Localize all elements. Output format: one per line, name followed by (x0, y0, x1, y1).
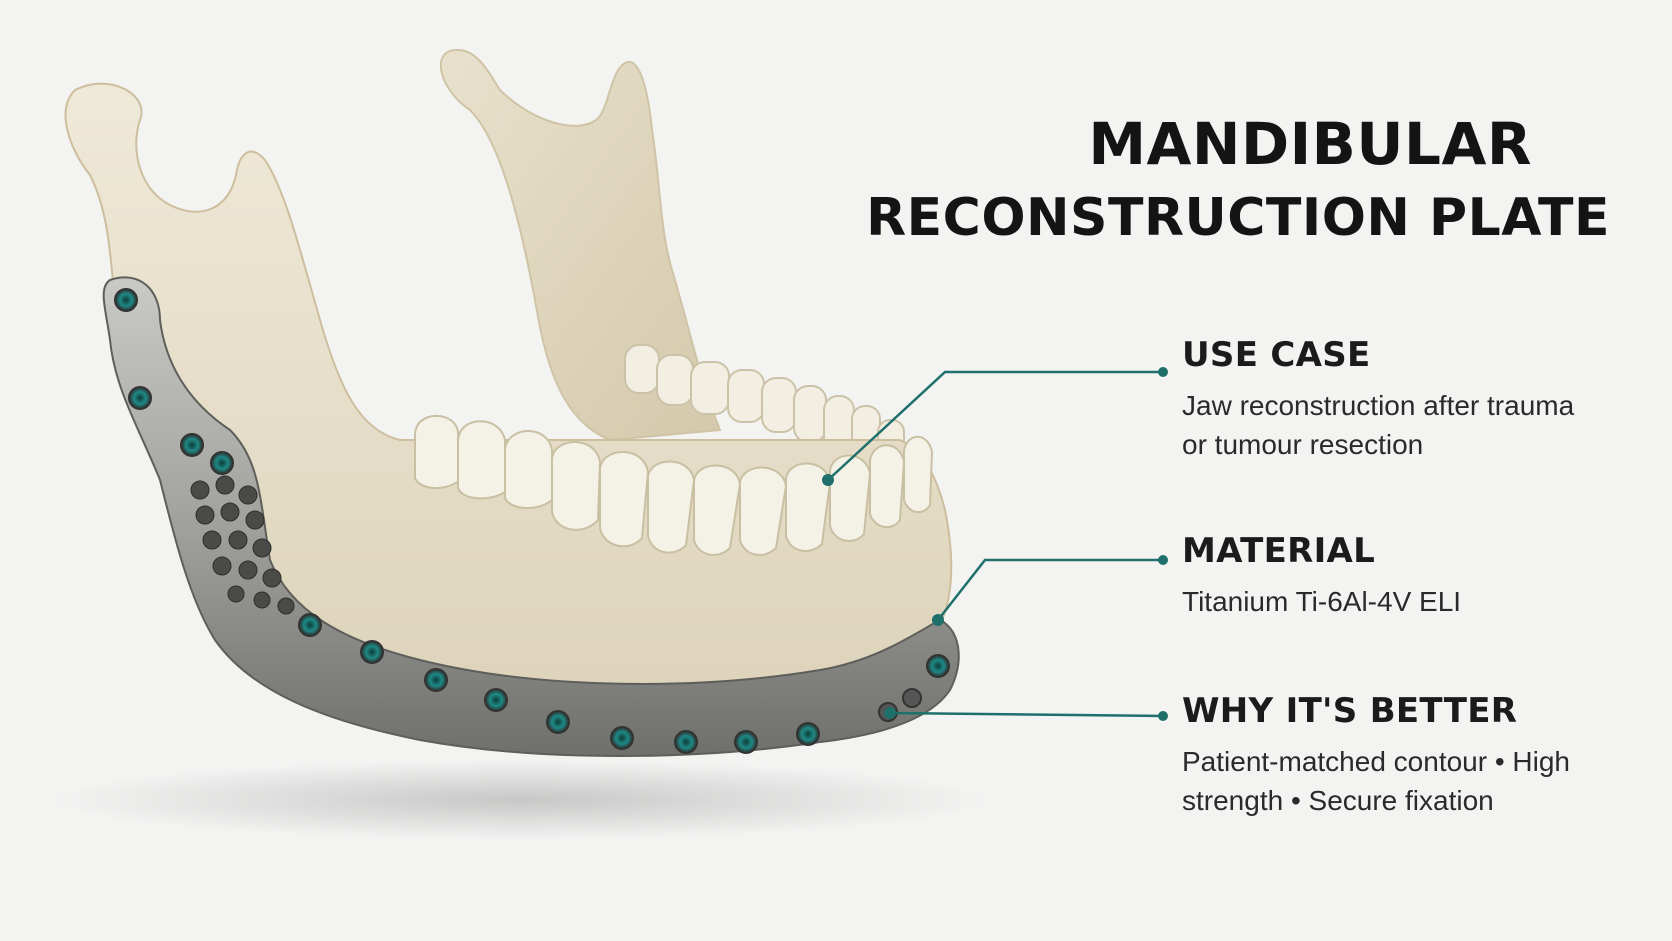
screw (484, 688, 508, 712)
callout-heading: MATERIAL (1182, 531, 1376, 571)
screw (180, 433, 204, 457)
screw (114, 288, 138, 312)
titanium-plate (102, 276, 960, 757)
leader-lines (827, 370, 1164, 718)
mandible-back-ramus (439, 48, 722, 442)
callout-text: Titanium Ti-6Al-4V ELI (1182, 586, 1462, 617)
callout-use-case: USE CASE Jaw reconstruction after trauma… (1182, 334, 1622, 464)
screw (424, 668, 448, 692)
screw (674, 730, 698, 754)
leader-dots (822, 367, 1168, 721)
title-line-1: MANDIBULAR (1088, 110, 1532, 178)
screw (210, 451, 234, 475)
callout-material: MATERIAL Titanium Ti-6Al-4V ELI (1182, 530, 1622, 621)
callout-heading: USE CASE (1182, 335, 1371, 375)
leader-line-material (937, 558, 1163, 621)
screw (796, 722, 820, 746)
callout-why-better: WHY IT'S BETTER Patient-matched contour … (1182, 690, 1622, 820)
callout-heading: WHY IT'S BETTER (1182, 691, 1518, 731)
screw (128, 386, 152, 410)
screw (546, 710, 570, 734)
screw-hole (902, 688, 922, 708)
screw (298, 613, 322, 637)
leader-line-why-better (889, 711, 1164, 718)
back-teeth (624, 344, 905, 487)
plate-screws (114, 288, 950, 754)
title-line-2: RECONSTRUCTION PLATE (866, 188, 1610, 248)
page-title: MANDIBULAR RECONSTRUCTION PLATE (860, 110, 1630, 258)
plate-mesh (190, 475, 295, 615)
callout-text: Jaw reconstruction after trauma or tumou… (1182, 390, 1575, 460)
screw (926, 654, 950, 678)
screw (734, 730, 758, 754)
leader-line-use-case (827, 370, 1163, 481)
ground-shadow (50, 760, 990, 840)
screw (610, 726, 634, 750)
front-teeth (414, 414, 934, 556)
callout-text: Patient-matched contour • High strength … (1182, 746, 1571, 816)
screw (360, 640, 384, 664)
